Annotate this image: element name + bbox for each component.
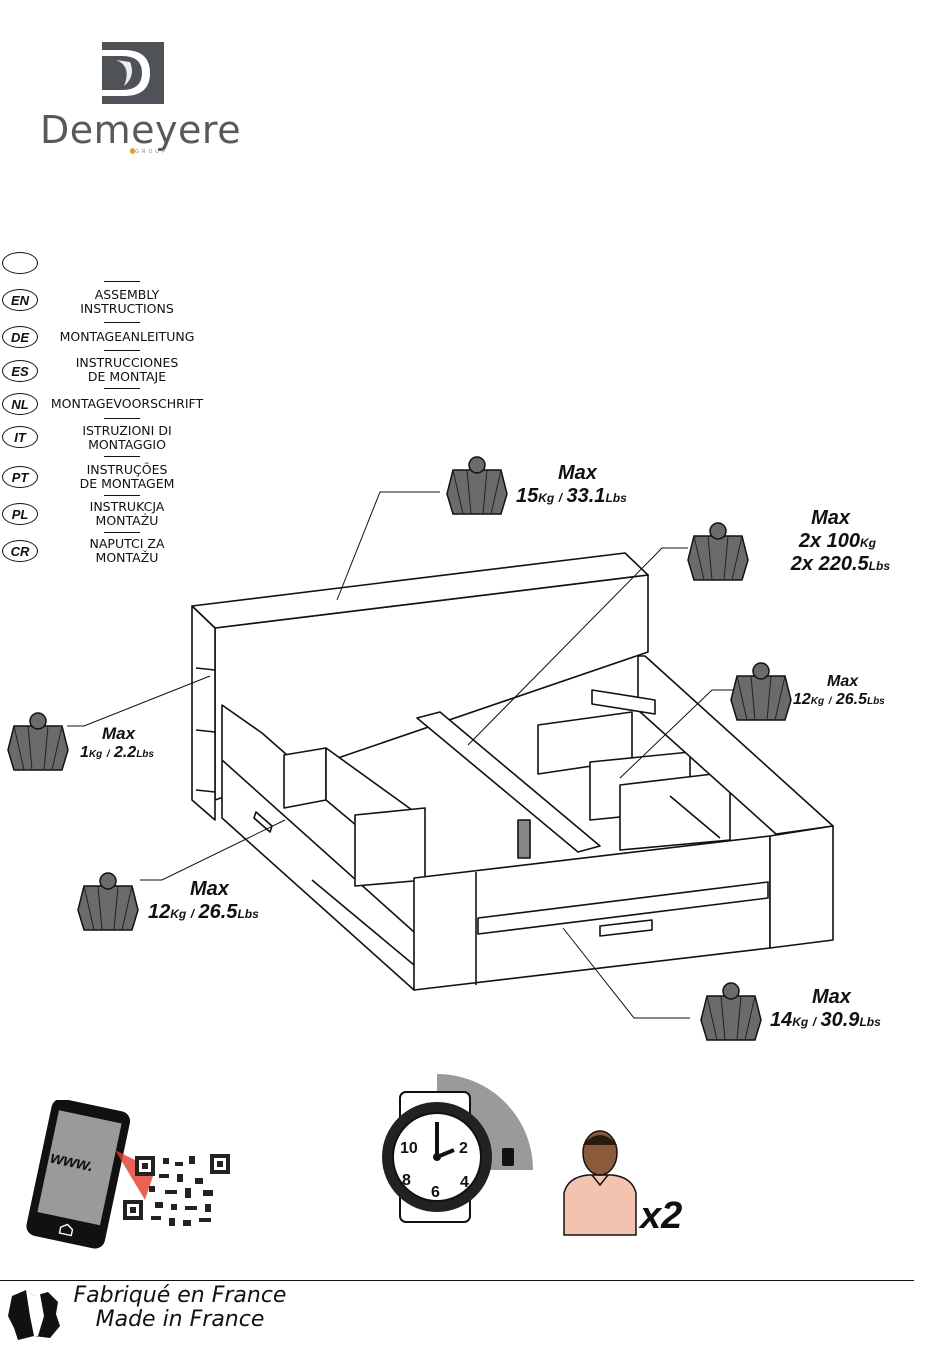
language-label: INSTRUKCJA MONTAŻU — [89, 499, 165, 528]
persons-illustration: x2 — [560, 1125, 710, 1240]
load-label-right-box: Max 12Kg / 26.5Lbs — [793, 673, 913, 709]
made-in-fr: Fabriqué en France — [73, 1283, 287, 1308]
max-label: Max — [558, 462, 597, 484]
footer-divider — [0, 1280, 914, 1281]
kg-unit: Kg — [810, 696, 825, 707]
separator: / — [828, 696, 832, 707]
language-item-en: EN ASSEMBLY INSTRUCTIONS — [2, 288, 222, 322]
divider — [104, 418, 140, 419]
load-label-left-drawer: Max 12Kg / 26.5Lbs — [148, 878, 298, 924]
lbs-unit: Lbs — [237, 907, 259, 921]
lbs-unit: Lbs — [136, 749, 154, 760]
divider — [104, 495, 140, 496]
lbs-unit: Lbs — [868, 559, 890, 573]
language-item-de: DE MONTAGEANLEITUNG — [2, 326, 222, 360]
language-code-badge: CR — [2, 540, 38, 562]
max-label: Max — [812, 986, 851, 1008]
kg-value: 2x 100 — [798, 530, 860, 552]
language-item-cr: CR NAPUTCI ZA MONTAŽU — [2, 537, 222, 571]
logo-dot-icon — [130, 148, 135, 154]
lbs-unit: Lbs — [605, 491, 627, 505]
separator: / — [558, 491, 563, 505]
divider — [104, 350, 140, 351]
kg-unit: Kg — [170, 907, 187, 921]
language-code-badge: NL — [2, 393, 38, 415]
lbs-unit: Lbs — [866, 696, 885, 707]
lbs-value: 2.2 — [113, 744, 137, 761]
language-code-badge: ES — [2, 360, 38, 382]
person-count: x2 — [640, 1195, 683, 1237]
watch-number: 8 — [402, 1172, 411, 1189]
divider — [104, 456, 140, 457]
person-icon — [563, 1130, 637, 1236]
kg-unit: Kg — [792, 1015, 809, 1029]
qr-code-icon — [115, 1150, 230, 1226]
made-in-label: Fabriqué en France Made in France — [65, 1284, 295, 1332]
load-label-slats: Max 2x 100Kg 2x 220.5Lbs — [760, 507, 890, 576]
divider — [104, 322, 140, 323]
phone-icon — [26, 1100, 131, 1249]
kg-value: 12 — [148, 901, 171, 923]
language-label: MONTAGEANLEITUNG — [59, 329, 195, 344]
language-item-nl: NL MONTAGEVOORSCHRIFT — [2, 393, 222, 427]
kg-unit: Kg — [88, 749, 103, 760]
watch-number: 10 — [400, 1140, 418, 1157]
kg-value: 15 — [516, 485, 539, 507]
load-label-front-drawer: Max 14Kg / 30.9Lbs — [770, 986, 920, 1032]
max-label: Max — [811, 507, 850, 529]
language-item-it: IT ISTRUZIONI DI MONTAGGIO — [2, 424, 222, 458]
kg-unit: Kg — [860, 536, 876, 550]
language-code-badge: EN — [2, 289, 38, 311]
language-code-badge: PT — [2, 466, 38, 488]
max-label: Max — [827, 673, 859, 690]
separator: / — [190, 907, 195, 921]
lbs-unit: Lbs — [859, 1015, 881, 1029]
lbs-value: 26.5 — [198, 901, 238, 923]
divider — [104, 532, 140, 533]
language-label: NAPUTCI ZA MONTAŽU — [89, 536, 165, 565]
max-label: Max — [102, 724, 136, 743]
lbs-value: 33.1 — [566, 485, 606, 507]
load-label-side-shelf: Max 1Kg / 2.2Lbs — [80, 724, 180, 762]
language-code-badge: DE — [2, 326, 38, 348]
watch-illustration: 10 2 8 4 6 — [370, 1072, 540, 1242]
load-label-headboard: Max 15Kg / 33.1Lbs — [516, 462, 656, 508]
language-code-badge: IT — [2, 426, 38, 448]
france-map-icon — [8, 1290, 60, 1340]
max-label: Max — [190, 878, 229, 900]
kg-value: 12 — [793, 691, 811, 708]
language-item-pt: PT INSTRUÇÕES DE MONTAGEM — [2, 463, 222, 497]
language-label: MONTAGEVOORSCHRIFT — [50, 396, 204, 411]
brand-logo: Demeyere GROUP — [40, 40, 242, 160]
watch-number: 6 — [431, 1184, 440, 1201]
language-label: ISTRUZIONI DI MONTAGGIO — [82, 423, 172, 452]
lbs-value: 30.9 — [820, 1009, 860, 1031]
language-label: ASSEMBLY INSTRUCTIONS — [80, 287, 174, 316]
language-item-blank — [2, 252, 222, 286]
logo-mark-icon — [102, 42, 164, 104]
lbs-value: 2x 220.5 — [790, 553, 869, 575]
separator: / — [106, 749, 110, 760]
kg-value: 14 — [770, 1009, 793, 1031]
brand-tagline: GROUP — [135, 149, 169, 155]
separator: / — [812, 1015, 817, 1029]
kg-value: 1 — [80, 744, 89, 761]
lbs-value: 26.5 — [835, 691, 867, 708]
language-label: INSTRUÇÕES DE MONTAGEM — [79, 462, 175, 491]
language-item-pl: PL INSTRUKCJA MONTAŻU — [2, 500, 222, 534]
language-label: INSTRUCCIONES DE MONTAJE — [75, 355, 179, 384]
phone-qr-illustration: www. — [20, 1100, 240, 1250]
language-code-badge: PL — [2, 503, 38, 525]
divider — [104, 281, 140, 282]
divider — [104, 388, 140, 389]
made-in-en: Made in France — [95, 1307, 265, 1332]
watch-icon — [382, 1074, 533, 1223]
kg-unit: Kg — [538, 491, 555, 505]
brand-name: Demeyere — [40, 108, 242, 152]
watch-number: 2 — [459, 1140, 468, 1157]
language-code-badge — [2, 252, 38, 274]
language-item-es: ES INSTRUCCIONES DE MONTAJE — [2, 356, 222, 390]
watch-number: 4 — [460, 1174, 469, 1191]
